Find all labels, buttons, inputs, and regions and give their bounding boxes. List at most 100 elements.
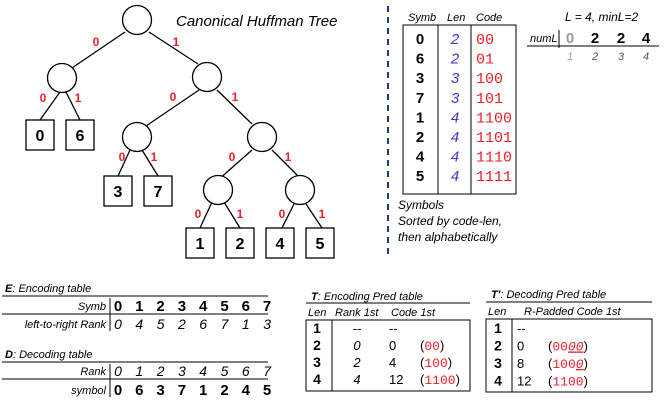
decoding-rank-cell: 6 [242, 363, 250, 379]
dec-pred-bin: (1000) [548, 356, 588, 372]
code-row-length: 2 [450, 51, 460, 68]
code-row-length: 3 [451, 70, 460, 87]
edge-label-0: 0 [93, 35, 100, 49]
dec-pred-len: 1 [494, 320, 502, 336]
decoding-symbol-cell: 5 [263, 382, 271, 399]
dec-pred-bin: (0000) [548, 339, 588, 355]
edge-label-1: 1 [173, 35, 180, 49]
code-row-length: 3 [451, 90, 460, 107]
code-row-symbol: 4 [416, 149, 425, 166]
enc-pred-code: 12 [389, 372, 403, 387]
encoding-symbol-cell: 6 [242, 298, 250, 315]
code-row-symbol: 2 [416, 129, 424, 146]
numl-value: 2 [591, 30, 599, 47]
code-row-length: 4 [451, 168, 459, 185]
dec-pred-len: 3 [494, 355, 502, 371]
numl-index: 2 [591, 51, 598, 63]
dec-pred-header: Len [488, 306, 506, 318]
edge-label-1: 1 [319, 207, 326, 221]
code-row-length: 2 [450, 31, 460, 48]
code-row-code: 01 [476, 52, 494, 69]
encoding-symbol-cell: 1 [135, 298, 143, 315]
code-row-symbol: 7 [416, 90, 424, 107]
leaf-label: 5 [316, 236, 325, 253]
code-row-symbol: 6 [416, 51, 424, 68]
dec-pred-header: R-Padded Code 1st [524, 306, 622, 318]
decoding-symbol-cell: 2 [220, 382, 228, 399]
code-table-frame [402, 24, 517, 195]
leaf-box-2 [225, 227, 255, 259]
code-table-note: then alphabetically [398, 230, 498, 244]
leaf-box-7 [143, 175, 173, 207]
encoding-symbol-cell: 3 [178, 298, 186, 315]
enc-pred-code: 0 [389, 338, 396, 353]
numl-value: 4 [642, 30, 651, 47]
decoding-rank-cell: 0 [114, 363, 122, 379]
enc-pred-rank: 4 [353, 372, 360, 387]
edge-label-0: 0 [229, 150, 236, 164]
code-row-code: 101 [476, 91, 503, 108]
decoding-rank-cell: 1 [135, 363, 143, 379]
edge-label-0: 0 [279, 207, 286, 221]
encoding-symbol-cell: 7 [263, 298, 271, 315]
numl-value: 0 [566, 30, 574, 47]
enc-pred-rank: 0 [353, 338, 361, 353]
code-row-code: 1101 [476, 130, 512, 147]
encoding-title: E: Encoding table [5, 283, 91, 295]
code-table-header-symb: Symb [408, 12, 436, 24]
leaf-box-5 [305, 227, 335, 259]
leaf-labels: 0 6 3 7 1 2 4 5 [36, 128, 325, 253]
encoding-symbol-cell: 0 [114, 298, 122, 315]
enc-pred-header: Len [308, 307, 326, 319]
dec-pred-code: 8 [517, 356, 524, 371]
decoding-symbol-cell: 0 [114, 382, 122, 399]
dec-pred-len: 4 [494, 373, 502, 389]
leaf-label: 7 [154, 184, 163, 201]
dec-pred-code: -- [517, 321, 526, 336]
decoding-symbol-cell: 1 [199, 382, 207, 399]
code-row-length: 4 [451, 109, 459, 126]
leaf-box-0 [25, 119, 55, 151]
edge-label-1: 1 [75, 91, 82, 105]
encoding-symbol-cell: 2 [156, 298, 164, 315]
encoding-symbol-cell: 5 [220, 298, 228, 315]
decoding-row1-label: Rank [80, 366, 106, 378]
tree-title: Canonical Huffman Tree [176, 13, 337, 30]
dec-pred-len: 2 [494, 338, 502, 354]
enc-pred-bin: (00) [420, 338, 444, 354]
enc-pred-len: 1 [313, 320, 321, 336]
encoding-rank-cell: 2 [177, 316, 186, 332]
encoding-rank-cell: 6 [199, 316, 207, 332]
numl-index: 3 [618, 51, 625, 63]
numl-index: 4 [643, 51, 649, 63]
enc-pred-rank: -- [353, 321, 362, 336]
decoding-title: D: Decoding table [5, 349, 92, 361]
leaf-box-6 [65, 119, 95, 151]
code-row-length: 4 [451, 149, 459, 166]
enc-pred-bin: (100) [420, 355, 452, 371]
enc-pred-bin: (1100) [420, 372, 460, 388]
decoding-rank-cell: 2 [156, 363, 165, 379]
leaf-label: 0 [36, 128, 45, 145]
code-row-symbol: 0 [416, 31, 424, 48]
enc-pred-code: -- [389, 321, 398, 336]
encoding-rank-cell: 4 [135, 316, 143, 332]
encoding-row1-label: Symb [78, 301, 106, 313]
encoding-rank-cell: 7 [221, 316, 230, 332]
encoding-rank-cell: 1 [242, 316, 250, 332]
enc-pred-len: 4 [313, 371, 321, 387]
numl-index: 1 [567, 51, 573, 63]
code-row-symbol: 5 [416, 168, 424, 185]
numl-table: L = 4, minL=2 numL 0 2 2 4 1 2 3 4 [527, 10, 659, 63]
dec-pred-title: T': Decoding Pred table [491, 289, 606, 301]
leaf-label: 1 [196, 236, 205, 253]
encoding-table: E: Encoding table Symb left-to-right Ran… [2, 283, 271, 332]
decoding-rank-cell: 7 [263, 363, 272, 379]
edge-label-1: 1 [285, 150, 292, 164]
decoding-symbol-cell: 3 [156, 382, 164, 399]
encoding-rank-cell: 0 [114, 316, 122, 332]
leaf-label: 3 [114, 184, 123, 201]
leaf-box-1 [185, 227, 215, 259]
decoding-row2-label: symbol [71, 385, 106, 397]
